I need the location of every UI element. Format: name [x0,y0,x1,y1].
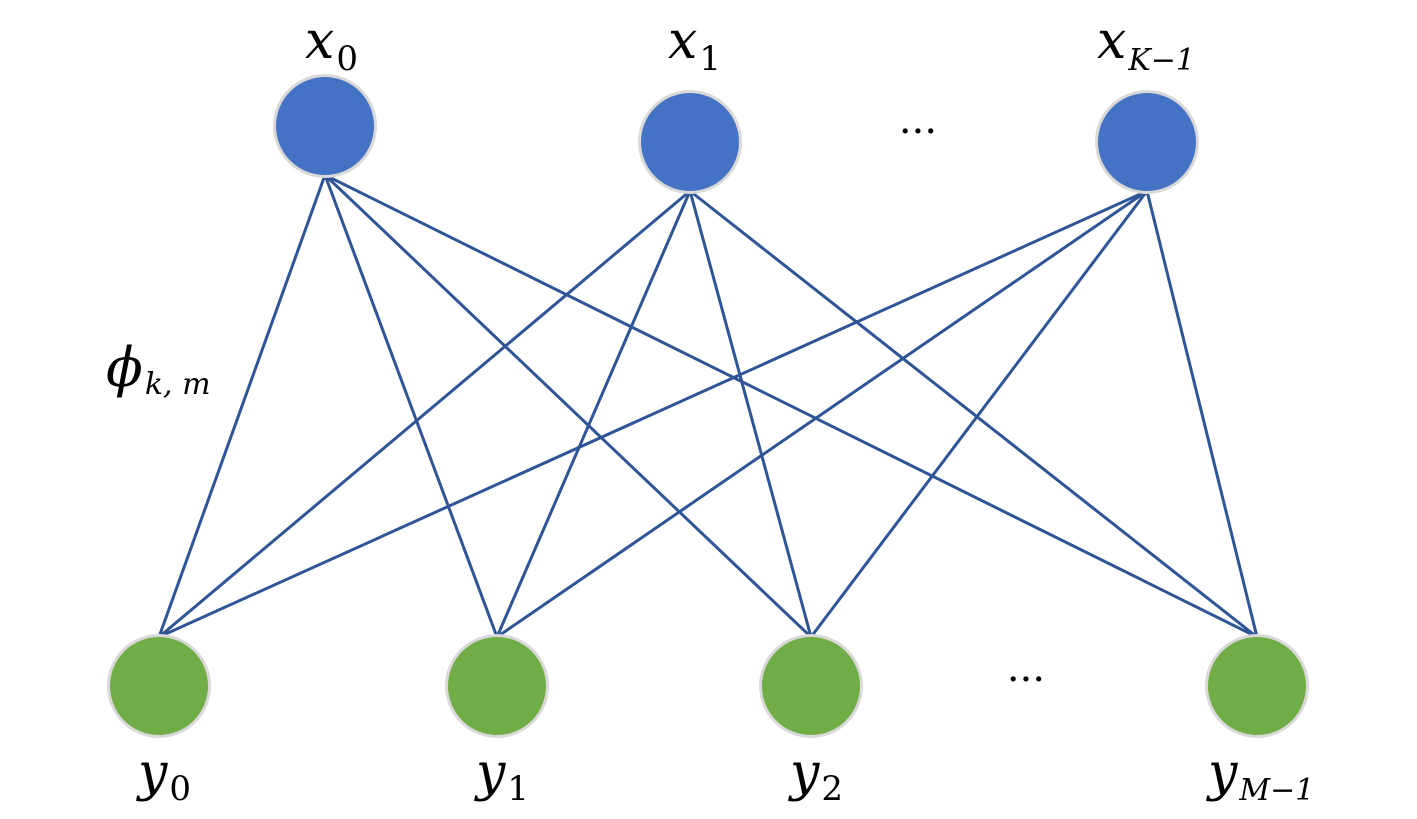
edge-x2-y2 [809,190,1149,638]
output-node-3 [1205,634,1309,738]
output-label-last: yM−1 [1206,743,1314,808]
edge-x2-y0 [158,189,1148,639]
output-ellipsis: ··· [1007,657,1045,703]
output-node-0 [107,634,211,738]
edge-x0-y2 [323,173,813,639]
edge-x0-y0 [157,174,327,638]
edge-x2-y1 [496,189,1148,639]
input-node-2-circle [1098,93,1196,191]
input-node-2 [1095,90,1199,194]
output-label-1: y1 [474,743,529,809]
output-label-0: y0 [136,743,191,809]
edge-x1-y0 [158,189,691,639]
input-node-1-circle [641,93,739,191]
output-node-1-circle [448,637,546,735]
node-layer [107,74,1309,738]
input-label-0: x0 [305,11,358,79]
input-node-0-circle [276,77,374,175]
input-label-last: xK−1 [1097,11,1195,78]
output-node-3-circle [1208,637,1306,735]
edge-x0-y1 [323,174,499,638]
edge-x1-y2 [688,190,813,638]
weight-label: ϕk, m [106,336,211,402]
edge-x0-y3 [324,173,1258,639]
input-node-1 [638,90,742,194]
output-node-1 [445,634,549,738]
edge-x2-y3 [1145,190,1259,638]
output-node-2 [759,634,863,738]
input-node-0 [273,74,377,178]
edge-x1-y3 [689,189,1258,639]
input-label-1: x1 [668,11,721,79]
output-node-0-circle [110,637,208,735]
output-label-2: y2 [788,743,843,809]
label-layer: x0 x1 xK−1 y0 y1 y2 yM−1 ··· ··· ϕk, m [106,11,1314,809]
output-node-2-circle [762,637,860,735]
edge-x1-y1 [495,190,692,638]
edge-layer [157,173,1259,639]
input-ellipsis: ··· [899,109,937,155]
